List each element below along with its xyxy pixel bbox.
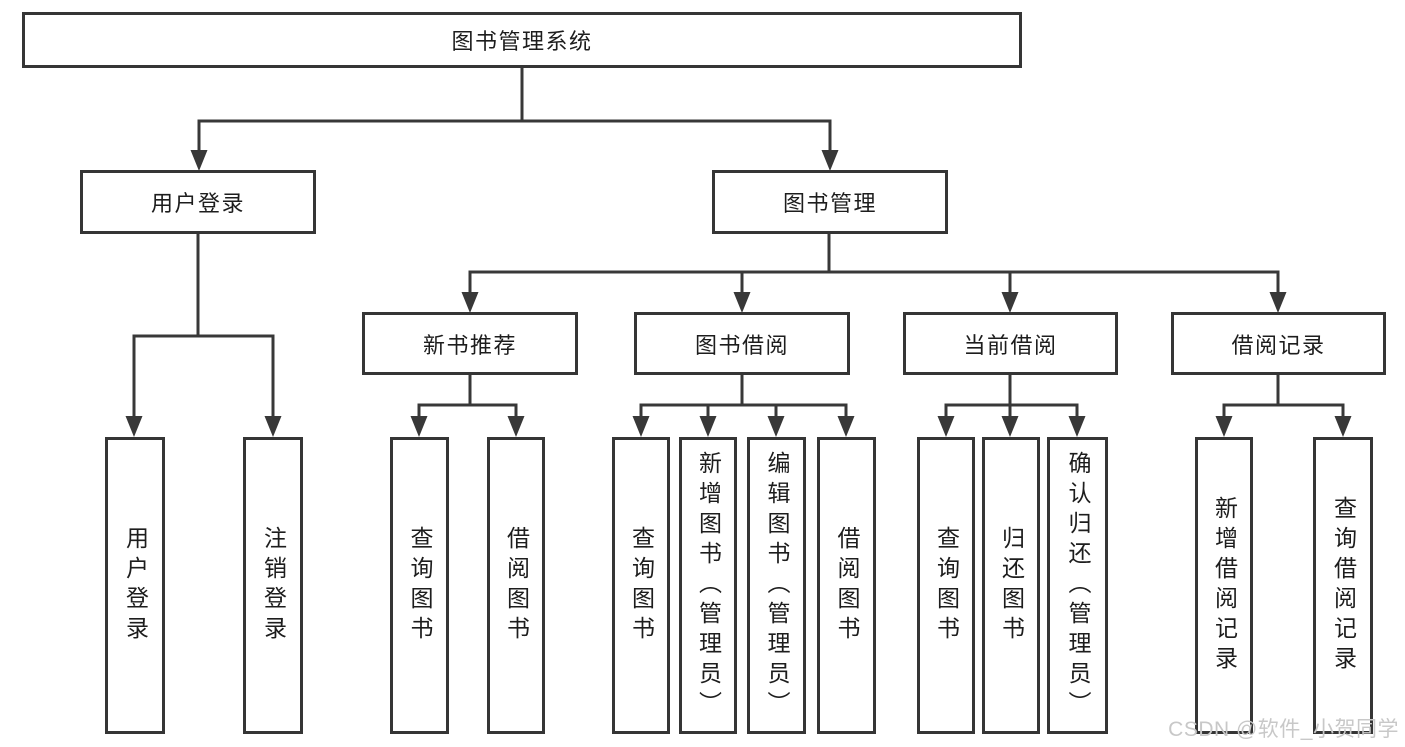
leaf-current-query-books: 查询图书 <box>917 437 975 734</box>
leaf-label: 编辑图书（管理员） <box>764 450 790 721</box>
leaf-user-login: 用户登录 <box>105 437 165 734</box>
node-user-login: 用户登录 <box>80 170 316 234</box>
node-borrowing-records: 借阅记录 <box>1171 312 1386 375</box>
leaf-label: 借阅图书 <box>834 525 860 646</box>
leaf-label: 查询图书 <box>407 525 433 646</box>
leaf-label: 查询图书 <box>628 525 655 646</box>
node-label: 用户登录 <box>150 191 245 216</box>
leaf-label: 归还图书 <box>998 525 1025 646</box>
leaf-records-add-record: 新增借阅记录 <box>1195 437 1253 734</box>
leaf-borrowing-borrow-books: 借阅图书 <box>817 437 876 734</box>
leaf-borrowing-query-books: 查询图书 <box>612 437 670 734</box>
node-label: 图书管理 <box>782 191 877 216</box>
node-book-management: 图书管理 <box>712 170 948 234</box>
leaf-label: 新增图书（管理员） <box>695 450 722 721</box>
node-label: 新书推荐 <box>422 332 517 358</box>
leaf-logout: 注销登录 <box>243 437 303 734</box>
leaf-newbooks-borrow-books: 借阅图书 <box>487 437 545 734</box>
leaf-current-return-books: 归还图书 <box>982 437 1040 734</box>
leaf-label: 确认归还（管理员） <box>1065 450 1091 721</box>
leaf-borrowing-edit-books-admin: 编辑图书（管理员） <box>747 437 806 734</box>
node-label: 图书借阅 <box>694 332 789 358</box>
leaf-borrowing-add-books-admin: 新增图书（管理员） <box>679 437 737 734</box>
leaf-records-query-record: 查询借阅记录 <box>1313 437 1373 734</box>
csdn-watermark: CSDN @软件_小贺同学 <box>1168 718 1399 741</box>
leaf-label: 查询图书 <box>933 525 960 646</box>
leaf-label: 注销登录 <box>260 525 287 646</box>
node-library-management-system: 图书管理系统 <box>22 12 1022 68</box>
node-label: 当前借阅 <box>963 332 1058 358</box>
node-label: 借阅记录 <box>1231 332 1326 358</box>
node-new-book-recommend: 新书推荐 <box>362 312 578 375</box>
leaf-label: 查询借阅记录 <box>1330 495 1357 676</box>
leaf-label: 新增借阅记录 <box>1211 495 1238 676</box>
node-current-borrowing: 当前借阅 <box>903 312 1118 375</box>
node-label: 图书管理系统 <box>451 29 593 54</box>
leaf-label: 用户登录 <box>122 525 149 646</box>
leaf-label: 借阅图书 <box>503 525 530 646</box>
node-book-borrowing: 图书借阅 <box>634 312 850 375</box>
leaf-current-confirm-return-admin: 确认归还（管理员） <box>1047 437 1108 734</box>
leaf-newbooks-query-books: 查询图书 <box>390 437 449 734</box>
